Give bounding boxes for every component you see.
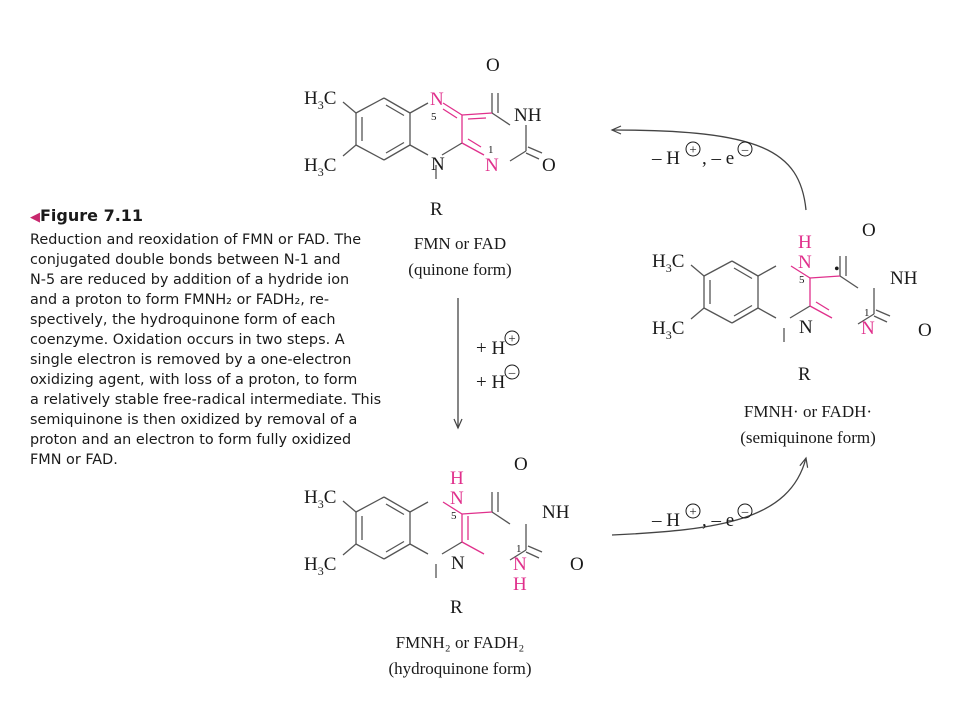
r-group: R <box>430 199 443 220</box>
n1-atom: N <box>861 318 875 339</box>
n5-number: 5 <box>431 111 437 123</box>
caption-line: conjugated double bonds between N-1 and <box>30 252 341 268</box>
semiquinone-name: FMNH· or FADH· <box>744 402 872 421</box>
reagent-proton: + H <box>476 338 505 359</box>
figure-label-text: Figure 7.11 <box>40 206 144 225</box>
electron-bottom-right: , – e <box>702 510 734 531</box>
nh-group: NH <box>542 502 570 523</box>
n1-number: 1 <box>488 144 494 156</box>
svg-text:+: + <box>689 504 696 519</box>
radical-dot: • <box>834 261 840 278</box>
figure-label: ◀Figure 7.11 <box>30 206 390 228</box>
circle-plus-icon: + <box>685 503 701 519</box>
nh-group: NH <box>514 105 542 126</box>
oxygen-right: O <box>918 320 932 341</box>
circle-plus-icon: + <box>504 330 520 346</box>
oxygen-right: O <box>570 554 584 575</box>
semiquinone-form: (semiquinone form) <box>740 428 876 447</box>
n10-atom: N <box>451 553 465 574</box>
svg-text:+: + <box>689 142 696 157</box>
caption-line: proton and an electron to form fully oxi… <box>30 432 352 448</box>
caption-line: a relatively stable free-radical interme… <box>30 392 382 408</box>
n5-atom: N <box>450 488 464 509</box>
n5-atom: N <box>430 89 444 110</box>
n1-atom: N <box>513 554 527 575</box>
caption-line: Reduction and reoxidation of FMN or FAD.… <box>30 232 362 248</box>
h5-atom: H <box>798 232 812 253</box>
electron-right-top: , – e <box>702 148 734 169</box>
caption-line: FMN or FAD. <box>30 452 118 468</box>
n10-atom: N <box>431 154 445 175</box>
n10-atom: N <box>799 317 813 338</box>
n5-atom: N <box>798 252 812 273</box>
r-group: R <box>798 364 811 385</box>
reagent-hydride: + H <box>476 372 505 393</box>
figure-caption: ◀Figure 7.11 Reduction and reoxidation o… <box>30 206 390 470</box>
quinone-structure: H3C H3C N 5 N NH O O 1 N R <box>304 55 556 220</box>
methyl-bottom: H3C <box>652 318 684 342</box>
circle-minus-icon: – <box>737 503 753 519</box>
caption-line: N-5 are reduced by addition of a hydride… <box>30 272 350 288</box>
caption-line: semiquinone is then oxidized by removal … <box>30 412 358 428</box>
hydroquinone-form: (hydroquinone form) <box>388 659 531 678</box>
oxygen-top: O <box>486 55 500 76</box>
caption-line: single electron is removed by a one-elec… <box>30 352 352 368</box>
arrow-right-to-top <box>610 125 807 211</box>
oxygen-top: O <box>862 220 876 241</box>
n5-number: 5 <box>451 510 457 522</box>
reagent-right-top: – H <box>651 148 680 169</box>
hydroquinone-structure: H3C H3C H N 5 N NH O O 1 N H R <box>304 454 584 618</box>
caption-line: and a proton to form FMNH₂ or FADH₂, re- <box>30 292 330 308</box>
nh-group: NH <box>890 268 918 289</box>
methyl-top: H3C <box>304 487 336 511</box>
n5-number: 5 <box>799 274 805 286</box>
hydroquinone-name: FMNH₂ or FADH₂ <box>396 633 525 652</box>
methyl-top: H3C <box>304 88 336 112</box>
circle-minus-icon: – <box>504 364 520 380</box>
h5-atom: H <box>450 468 464 489</box>
oxygen-right: O <box>542 155 556 176</box>
h1-atom: H <box>513 574 527 595</box>
methyl-bottom: H3C <box>304 155 336 179</box>
circle-minus-icon: – <box>737 141 753 157</box>
r-group: R <box>450 597 463 618</box>
circle-plus-icon: + <box>685 141 701 157</box>
semiquinone-structure: H3C H3C H N 5 • N NH O O 1 N R <box>652 220 932 385</box>
methyl-bottom: H3C <box>304 554 336 578</box>
svg-text:–: – <box>508 365 516 380</box>
reagent-bottom-right: – H <box>651 510 680 531</box>
caption-line: coenzyme. Oxidation occurs in two steps.… <box>30 332 345 348</box>
oxygen-top: O <box>514 454 528 475</box>
caption-triangle-icon: ◀ <box>30 210 40 225</box>
caption-line: oxidizing agent, with loss of a proton, … <box>30 372 358 388</box>
n1-number: 1 <box>864 307 870 319</box>
svg-text:+: + <box>508 331 515 346</box>
quinone-name: FMN or FAD <box>414 234 506 253</box>
n1-number: 1 <box>516 543 522 555</box>
caption-body: Reduction and reoxidation of FMN or FAD.… <box>30 230 390 470</box>
quinone-form: (quinone form) <box>408 260 511 279</box>
svg-text:–: – <box>741 142 749 157</box>
caption-line: spectively, the hydroquinone form of eac… <box>30 312 336 328</box>
methyl-top: H3C <box>652 251 684 275</box>
svg-text:–: – <box>741 504 749 519</box>
n1-atom: N <box>485 155 499 176</box>
